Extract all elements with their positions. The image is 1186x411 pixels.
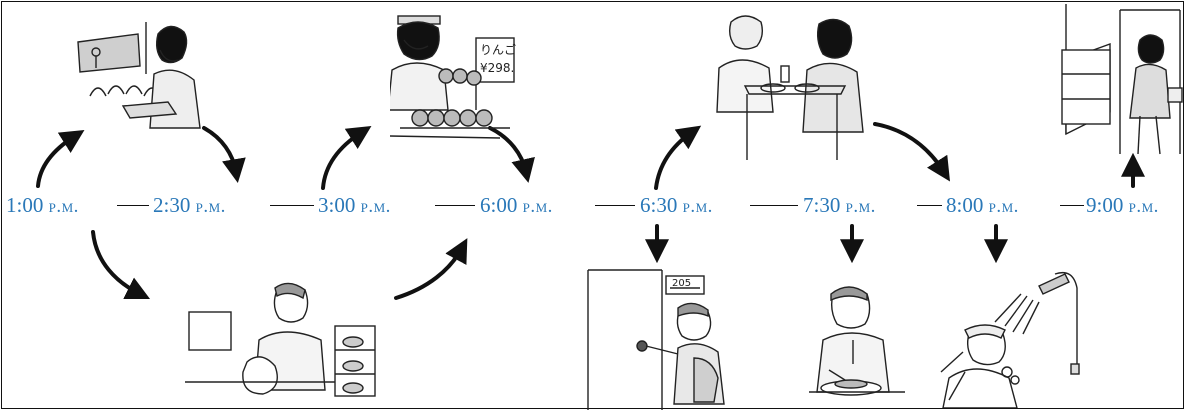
boy-in-shower-icon [935,268,1085,408]
arrow-up-curve [38,136,75,186]
woman-selling-apples-icon: りんご ¥298. [390,10,530,140]
arrow-down-curve [875,124,944,172]
man-at-store-counter-icon [185,282,380,407]
boy-eating-curry-icon [805,284,915,408]
woman-entering-home-icon [1060,4,1185,169]
door-number-plate: 205 [672,278,691,289]
arrow-up-curve [323,132,362,188]
arrow-down-curve [93,232,140,294]
arrow-down-curve [204,128,236,172]
boy-opening-door-icon: 205 [582,262,732,410]
two-women-at-cafe-icon [715,10,865,160]
apple-sign-label: りんご [480,42,516,57]
arrow-up-curve [396,248,462,298]
apple-sign-price: ¥298. [480,61,514,75]
arrow-up-curve [656,132,692,188]
woman-in-lecture-hall-icon [68,14,208,134]
